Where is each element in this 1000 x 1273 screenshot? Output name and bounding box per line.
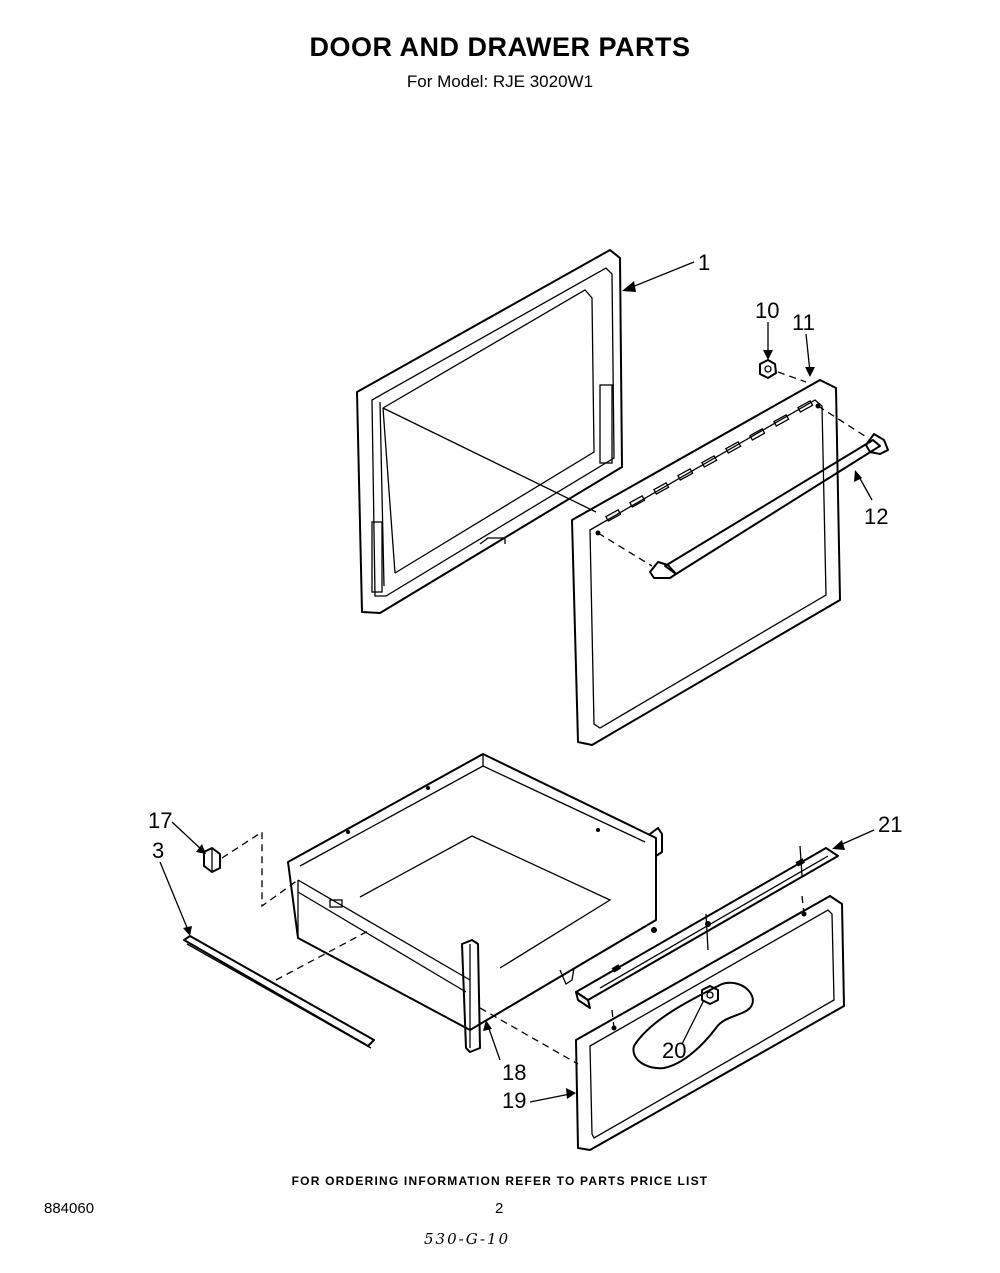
part-10-nut bbox=[759, 359, 807, 383]
leader-lines bbox=[159, 261, 875, 1103]
part-1-door-inner-frame bbox=[356, 249, 623, 614]
callout-18: 18 bbox=[502, 1060, 526, 1085]
part-20-nut-cutaway bbox=[632, 981, 754, 1070]
document-number: 884060 bbox=[44, 1200, 95, 1217]
callout-10: 10 bbox=[755, 298, 779, 323]
page-title: DOOR AND DRAWER PARTS bbox=[309, 32, 691, 62]
drawer-body bbox=[287, 753, 663, 1053]
door-vent-slots bbox=[605, 399, 814, 522]
callout-11: 11 bbox=[792, 310, 815, 335]
callout-1: 1 bbox=[698, 250, 710, 275]
part-3-slide-rail bbox=[183, 929, 375, 1049]
page-number: 2 bbox=[495, 1200, 504, 1217]
callout-19: 19 bbox=[502, 1088, 526, 1113]
callout-17: 17 bbox=[148, 808, 172, 833]
handwritten-code: 530-G-10 bbox=[424, 1230, 511, 1248]
part-11-door-outer-panel bbox=[571, 379, 841, 746]
part-17-clip bbox=[203, 830, 299, 908]
callout-21: 21 bbox=[878, 812, 902, 837]
callout-20: 20 bbox=[662, 1038, 686, 1063]
ordering-note: FOR ORDERING INFORMATION REFER TO PARTS … bbox=[291, 1174, 709, 1188]
model-subtitle: For Model: RJE 3020W1 bbox=[406, 72, 594, 91]
part-19-drawer-front-panel bbox=[575, 895, 845, 1151]
callout-12: 12 bbox=[864, 504, 888, 529]
part-21-front-bracket bbox=[479, 845, 839, 1065]
part-12-door-handle bbox=[597, 405, 889, 579]
callout-numbers: 1 10 11 12 17 3 21 20 18 19 bbox=[148, 250, 902, 1113]
callout-3: 3 bbox=[152, 838, 164, 863]
